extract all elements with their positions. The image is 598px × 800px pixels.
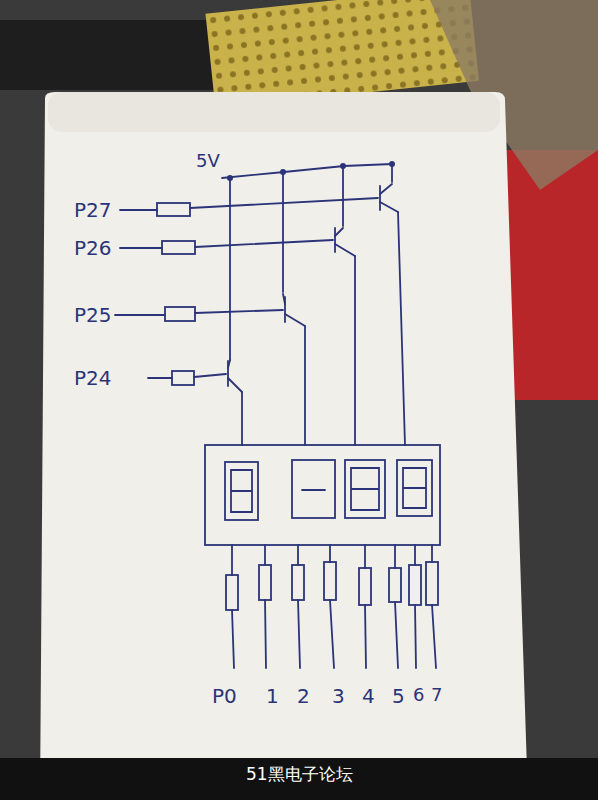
- pin-label: P27: [74, 200, 112, 220]
- notepad-binding: [48, 92, 500, 132]
- port-label: 1: [266, 686, 279, 706]
- junction-dots: [227, 161, 395, 181]
- notepad: [40, 92, 528, 800]
- pin-label: P25: [74, 305, 112, 325]
- red-box: [500, 150, 598, 400]
- port-label: 7: [431, 686, 442, 704]
- watermark-band: [0, 758, 598, 800]
- port-label: 2: [297, 686, 310, 706]
- watermark: 51黑电子论坛: [246, 766, 353, 783]
- port-label: 6: [413, 686, 424, 704]
- port-label: P0: [212, 686, 237, 706]
- port-label: 5: [392, 686, 405, 706]
- ink-wiring: [115, 164, 440, 668]
- supply-label: 5V: [196, 152, 220, 170]
- port-label: 3: [332, 686, 345, 706]
- tool: [0, 20, 230, 90]
- pin-label: P24: [74, 368, 112, 388]
- port-label: 4: [362, 686, 375, 706]
- pin-label: P26: [74, 238, 112, 258]
